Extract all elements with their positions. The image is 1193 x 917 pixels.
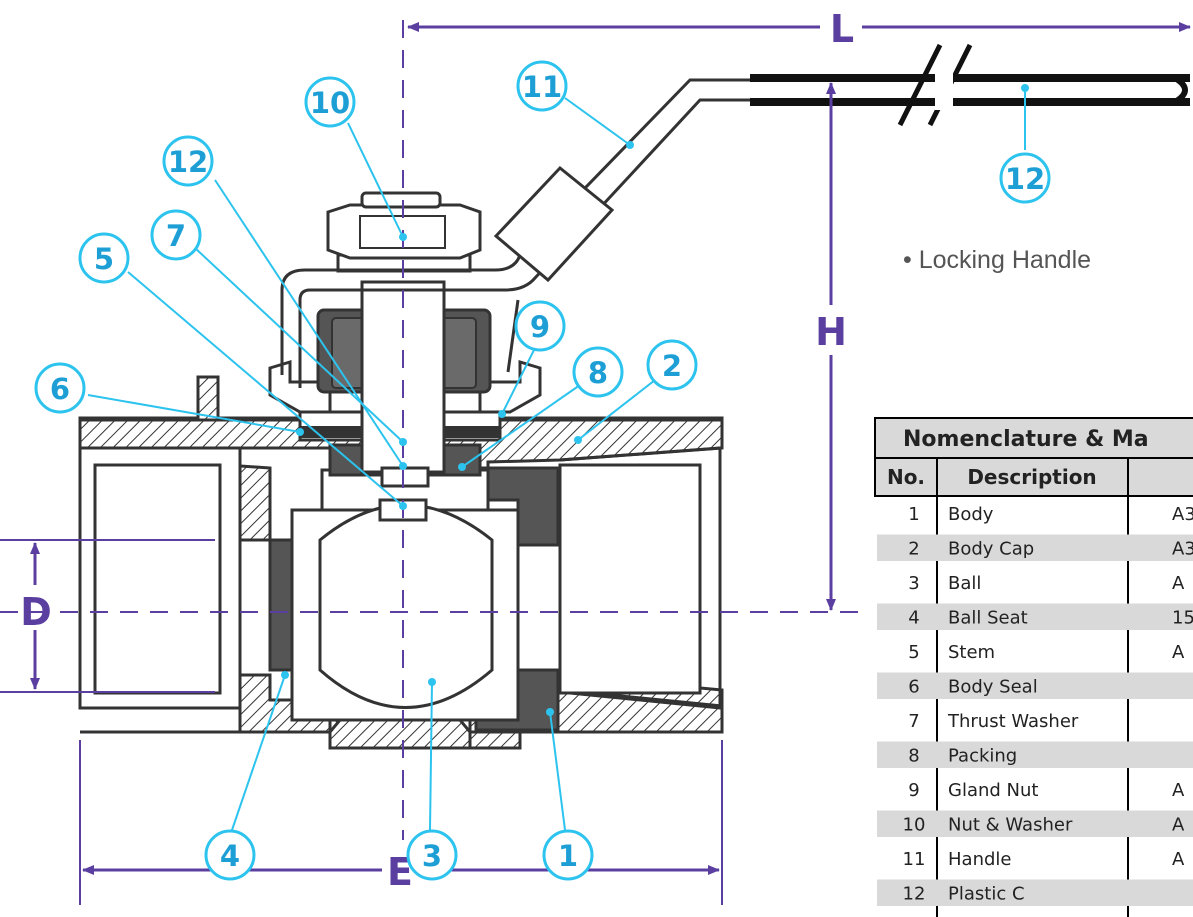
handle <box>280 43 1190 388</box>
table-row: 6 Body Seal <box>877 672 1193 699</box>
table-row: 7 Thrust Washer <box>908 711 1079 732</box>
row-description: Body <box>948 504 994 525</box>
row-description: Stem <box>948 642 995 663</box>
row-description: Plastic C <box>948 884 1025 905</box>
callout-4: 4 <box>204 829 256 881</box>
callout-6: 6 <box>34 362 86 414</box>
table-row: 11 Handle A <box>903 849 1185 870</box>
row-number: 7 <box>908 711 919 732</box>
row-number: 6 <box>908 677 919 698</box>
row-material: A <box>1172 573 1185 594</box>
row-material: A3 <box>1172 539 1193 560</box>
svg-text:12: 12 <box>1005 162 1045 196</box>
callout-1: 1 <box>542 829 594 881</box>
table-row: 2 Body Cap A3 <box>877 534 1193 561</box>
row-description: Packing <box>948 746 1017 767</box>
row-description: Body Seal <box>948 677 1038 698</box>
dim-H-label: H <box>815 310 847 354</box>
callout-11: 11 <box>516 60 568 112</box>
row-number: 5 <box>908 642 919 663</box>
callout-8: 8 <box>572 346 624 398</box>
callout-7: 7 <box>150 209 202 261</box>
svg-text:8: 8 <box>588 356 608 390</box>
row-material: A <box>1172 815 1185 836</box>
svg-text:5: 5 <box>94 242 114 276</box>
svg-text:4: 4 <box>220 839 240 873</box>
callout-2: 2 <box>646 339 698 391</box>
svg-text:7: 7 <box>166 219 186 253</box>
table-header-description: Description <box>967 465 1096 489</box>
row-description: Handle <box>948 849 1011 870</box>
dim-D-label: D <box>20 590 52 634</box>
row-number: 8 <box>908 746 919 767</box>
svg-text:11: 11 <box>522 70 562 104</box>
table-row: 12 Plastic C <box>877 879 1193 906</box>
leader-lines <box>87 88 1026 831</box>
row-material: 15 <box>1172 608 1193 629</box>
row-material: A <box>1172 780 1185 801</box>
table-row: 4 Ball Seat 15 <box>877 603 1193 630</box>
dimension-E: E <box>79 740 723 905</box>
callout-10: 10 <box>304 76 356 128</box>
table-row: 1 Body A3 <box>908 504 1193 525</box>
row-material: A <box>1172 849 1185 870</box>
callout-5: 5 <box>78 232 130 284</box>
row-description: Nut & Washer <box>948 815 1073 836</box>
dimension-L: L <box>407 7 1191 51</box>
svg-text:12: 12 <box>168 145 208 179</box>
row-number: 9 <box>908 780 919 801</box>
row-material: A <box>1172 642 1185 663</box>
table-row: 3 Ball A <box>908 573 1185 594</box>
row-description: Thrust Washer <box>947 711 1079 732</box>
callout-12-handle: 12 <box>999 152 1051 204</box>
dimension-H: H <box>815 82 847 611</box>
svg-text:9: 9 <box>530 310 550 344</box>
row-description: Ball <box>948 573 981 594</box>
locking-handle-label: • Locking Handle <box>903 246 1091 274</box>
table-row: 10 Nut & Washer A <box>877 810 1193 837</box>
row-number: 2 <box>908 539 919 560</box>
dimension-D: D <box>0 539 215 693</box>
dim-L-label: L <box>830 7 854 51</box>
row-number: 1 <box>908 504 919 525</box>
table-row: 5 Stem A <box>908 642 1185 663</box>
table-title: Nomenclature & Ma <box>903 427 1149 452</box>
row-number: 12 <box>903 884 926 905</box>
row-description: Ball Seat <box>948 608 1028 629</box>
row-number: 4 <box>908 608 919 629</box>
svg-text:1: 1 <box>558 839 578 873</box>
row-material: A3 <box>1172 504 1193 525</box>
callout-9: 9 <box>514 300 566 352</box>
callout-12-body: 12 <box>162 135 214 187</box>
table-row: 9 Gland Nut A <box>908 780 1185 801</box>
row-description: Body Cap <box>948 539 1034 560</box>
leader-dots <box>281 84 1029 716</box>
table-row: 8 Packing <box>877 741 1193 768</box>
table-header-no: No. <box>887 465 925 489</box>
callout-3: 3 <box>406 829 458 881</box>
row-number: 10 <box>903 815 926 836</box>
svg-text:2: 2 <box>662 349 682 383</box>
svg-text:6: 6 <box>50 372 70 406</box>
row-number: 11 <box>903 849 926 870</box>
row-description: Gland Nut <box>948 780 1038 801</box>
centerlines <box>0 20 870 840</box>
row-number: 3 <box>908 573 919 594</box>
svg-text:3: 3 <box>422 839 442 873</box>
svg-text:10: 10 <box>310 86 350 120</box>
